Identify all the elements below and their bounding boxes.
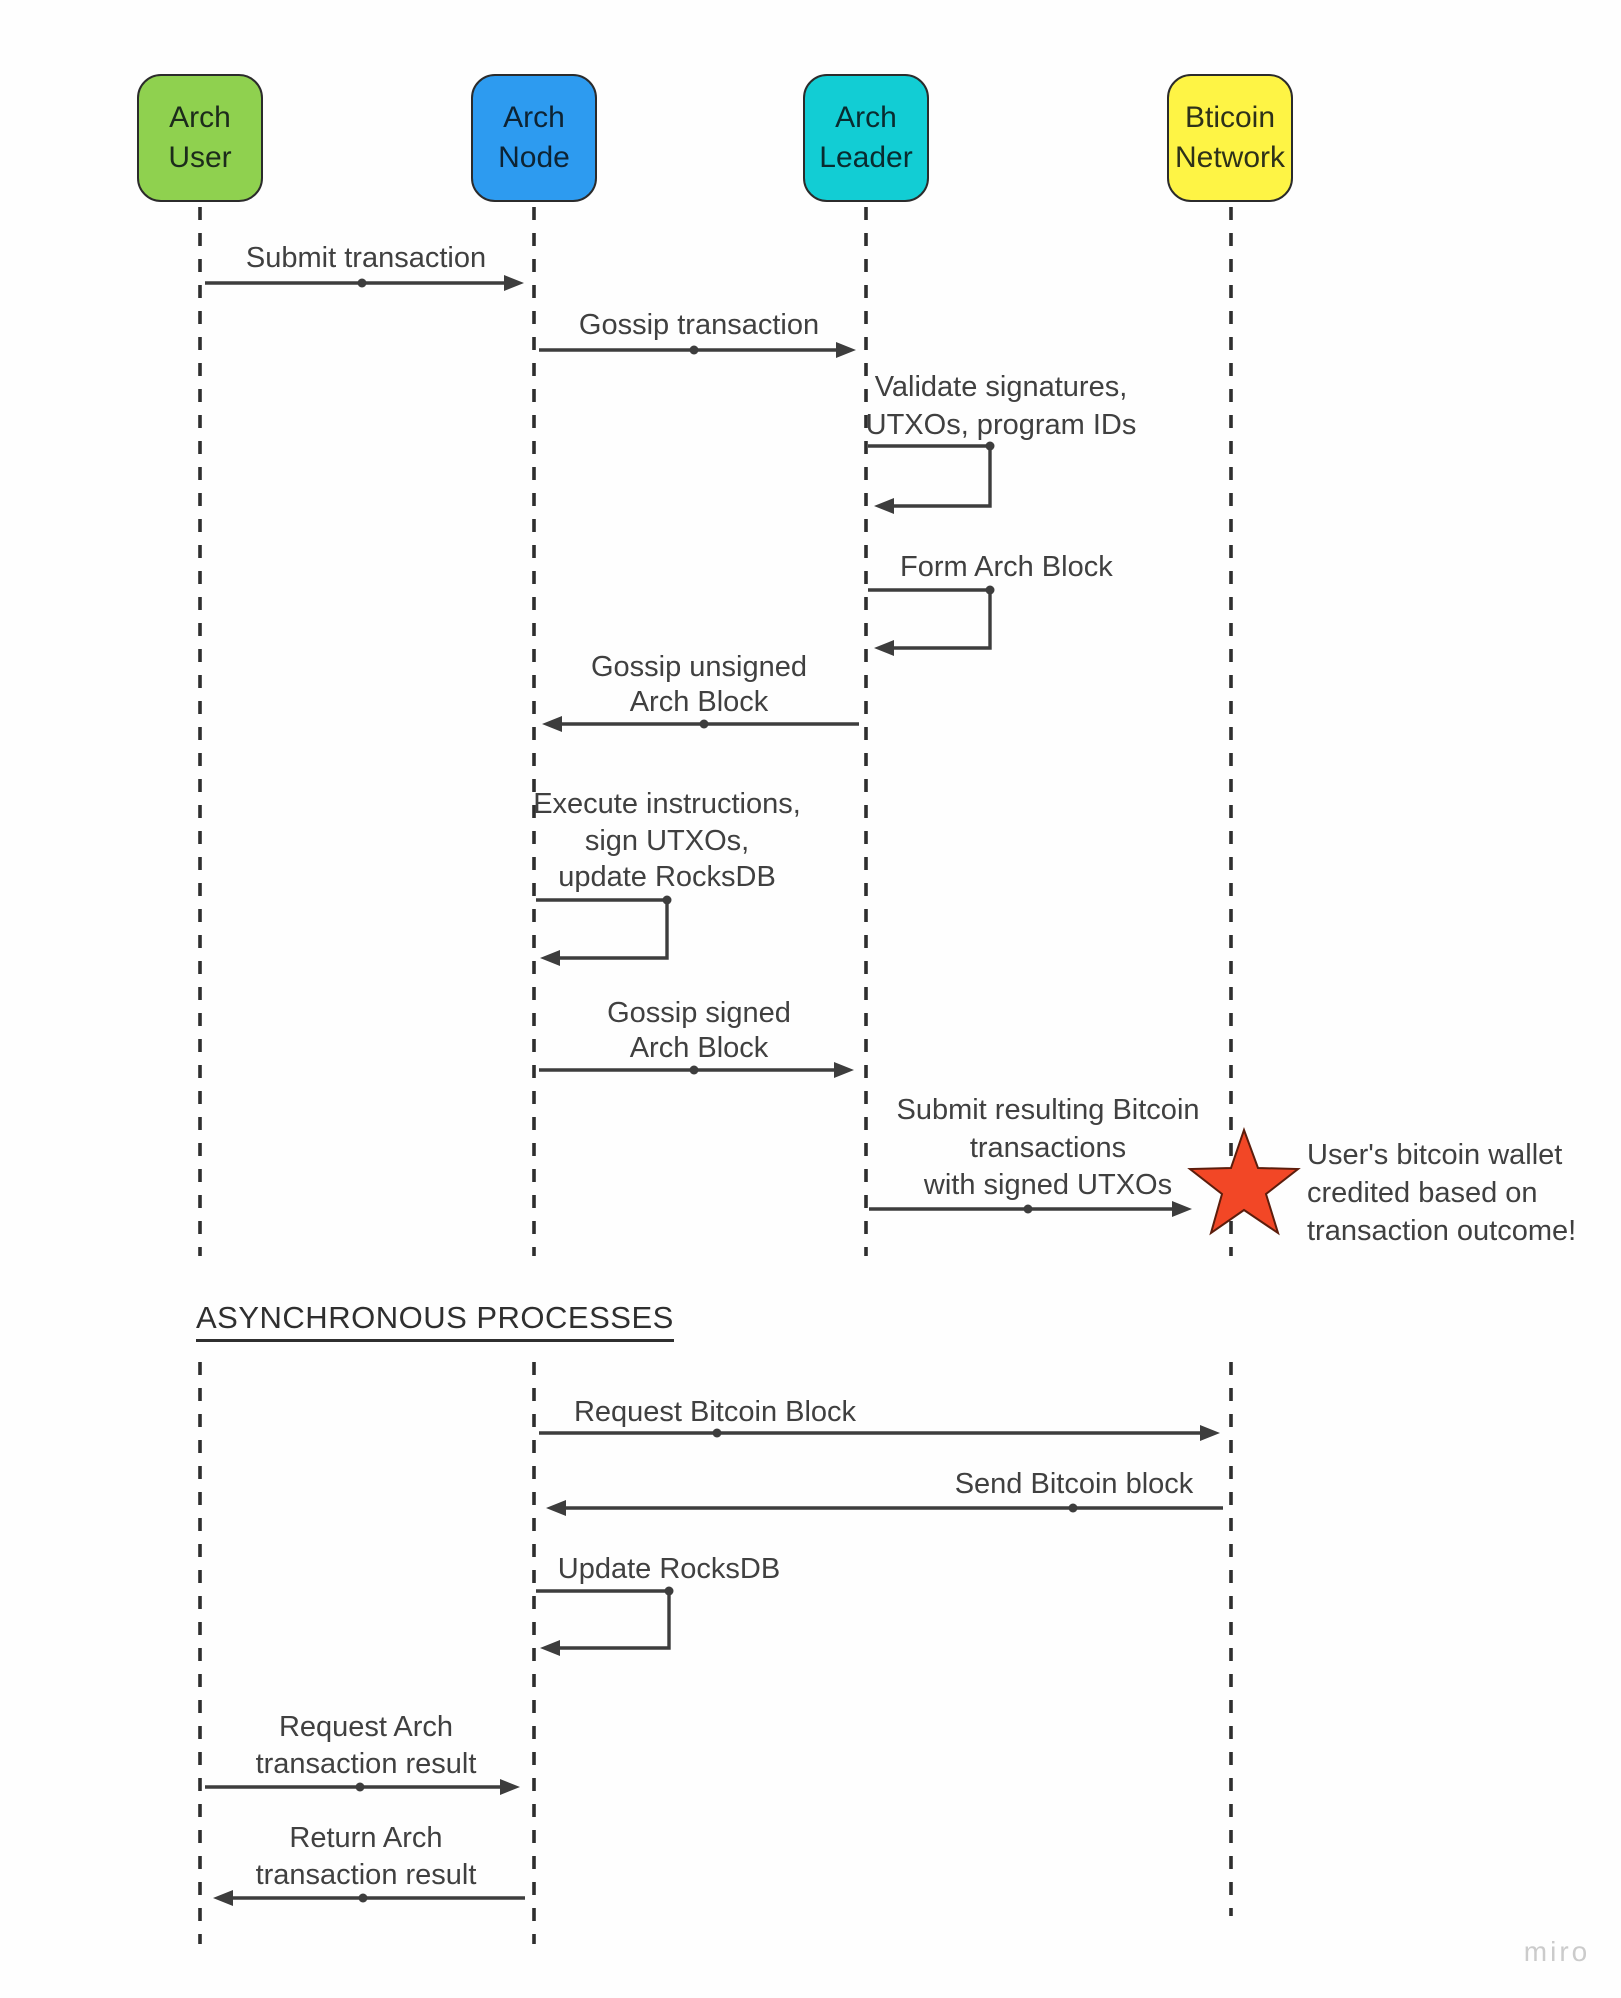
async-section-heading: ASYNCHRONOUS PROCESSES	[196, 1300, 674, 1342]
label-submit-resulting-line3: with signed UTXOs	[923, 1169, 1173, 1201]
dot-send-block	[1068, 1503, 1078, 1513]
star-note-line3: transaction outcome!	[1307, 1215, 1577, 1247]
actor-arch-node-label: Arch Node	[498, 101, 570, 174]
selfloop-update-rocksdb	[536, 1589, 671, 1650]
miro-watermark: miro	[1523, 1936, 1591, 1967]
arrowhead-validate	[874, 498, 894, 514]
label-execute-line3: update RocksDB	[558, 861, 776, 893]
actor-arch-leader-label: Arch Leader	[819, 101, 913, 174]
label-request-block: Request Bitcoin Block	[573, 1396, 857, 1428]
dot-form-block	[985, 585, 995, 595]
dot-gossip-transaction	[689, 345, 699, 355]
arrowhead-request-block	[1200, 1425, 1220, 1441]
dot-gossip-signed	[689, 1065, 699, 1075]
star-icon	[1187, 1127, 1301, 1236]
star-note-line2: credited based on	[1307, 1177, 1538, 1209]
selfloop-form-block	[868, 588, 992, 650]
star-note-line1: User's bitcoin wallet	[1307, 1139, 1563, 1171]
label-form-block: Form Arch Block	[900, 551, 1113, 583]
dot-submit-transaction	[357, 278, 367, 288]
label-update-rocksdb: Update RocksDB	[557, 1553, 781, 1585]
label-gossip-unsigned-line2: Arch Block	[629, 686, 769, 718]
label-gossip-transaction: Gossip transaction	[578, 309, 820, 341]
label-request-result-line2: transaction result	[255, 1748, 477, 1780]
selfloop-execute	[536, 898, 669, 960]
dot-request-result	[355, 1782, 365, 1792]
actor-arch-user: Arch User	[137, 74, 263, 202]
label-submit-resulting-line2: transactions	[969, 1132, 1127, 1164]
arrowhead-gossip-signed	[834, 1062, 854, 1078]
label-gossip-signed-line2: Arch Block	[629, 1032, 769, 1064]
label-submit-resulting-line1: Submit resulting Bitcoin	[896, 1094, 1200, 1126]
label-return-result-line2: transaction result	[255, 1859, 477, 1891]
arrowhead-submit-resulting	[1172, 1201, 1192, 1217]
arrowhead-form-block	[874, 640, 894, 656]
dot-submit-resulting	[1023, 1204, 1033, 1214]
arrowhead-request-result	[500, 1779, 520, 1795]
label-execute-line2: sign UTXOs,	[584, 825, 750, 857]
arrowhead-execute	[540, 950, 560, 966]
arrowhead-submit-transaction	[504, 275, 524, 291]
arrowhead-return-result	[213, 1890, 233, 1906]
actor-bticoin-network-label: Bticoin Network	[1174, 101, 1286, 174]
dot-execute	[662, 895, 672, 905]
arrowhead-gossip-transaction	[836, 342, 856, 358]
actor-bticoin-network: Bticoin Network	[1167, 74, 1293, 202]
dot-return-result	[358, 1893, 368, 1903]
dot-update-rocksdb	[664, 1586, 674, 1596]
selfloop-validate	[868, 444, 992, 508]
label-request-result-line1: Request Arch	[278, 1711, 454, 1743]
arrowhead-send-block	[546, 1500, 566, 1516]
label-execute-line1: Execute instructions,	[533, 788, 801, 820]
actor-arch-leader: Arch Leader	[803, 74, 929, 202]
actor-arch-user-label: Arch User	[168, 101, 232, 174]
actor-arch-node: Arch Node	[471, 74, 597, 202]
label-validate-line2: UTXOs, program IDs	[865, 409, 1137, 441]
arrowhead-update-rocksdb	[540, 1640, 560, 1656]
dot-request-block	[712, 1428, 722, 1438]
dot-validate	[985, 441, 995, 451]
label-validate-line1: Validate signatures,	[874, 371, 1128, 403]
label-send-block: Send Bitcoin block	[954, 1468, 1194, 1500]
label-submit-transaction: Submit transaction	[245, 242, 487, 274]
dot-gossip-unsigned	[699, 719, 709, 729]
label-gossip-unsigned-line1: Gossip unsigned	[590, 651, 808, 683]
label-gossip-signed-line1: Gossip signed	[607, 997, 791, 1029]
arrowhead-gossip-unsigned	[542, 716, 562, 732]
label-return-result-line1: Return Arch	[289, 1822, 443, 1854]
